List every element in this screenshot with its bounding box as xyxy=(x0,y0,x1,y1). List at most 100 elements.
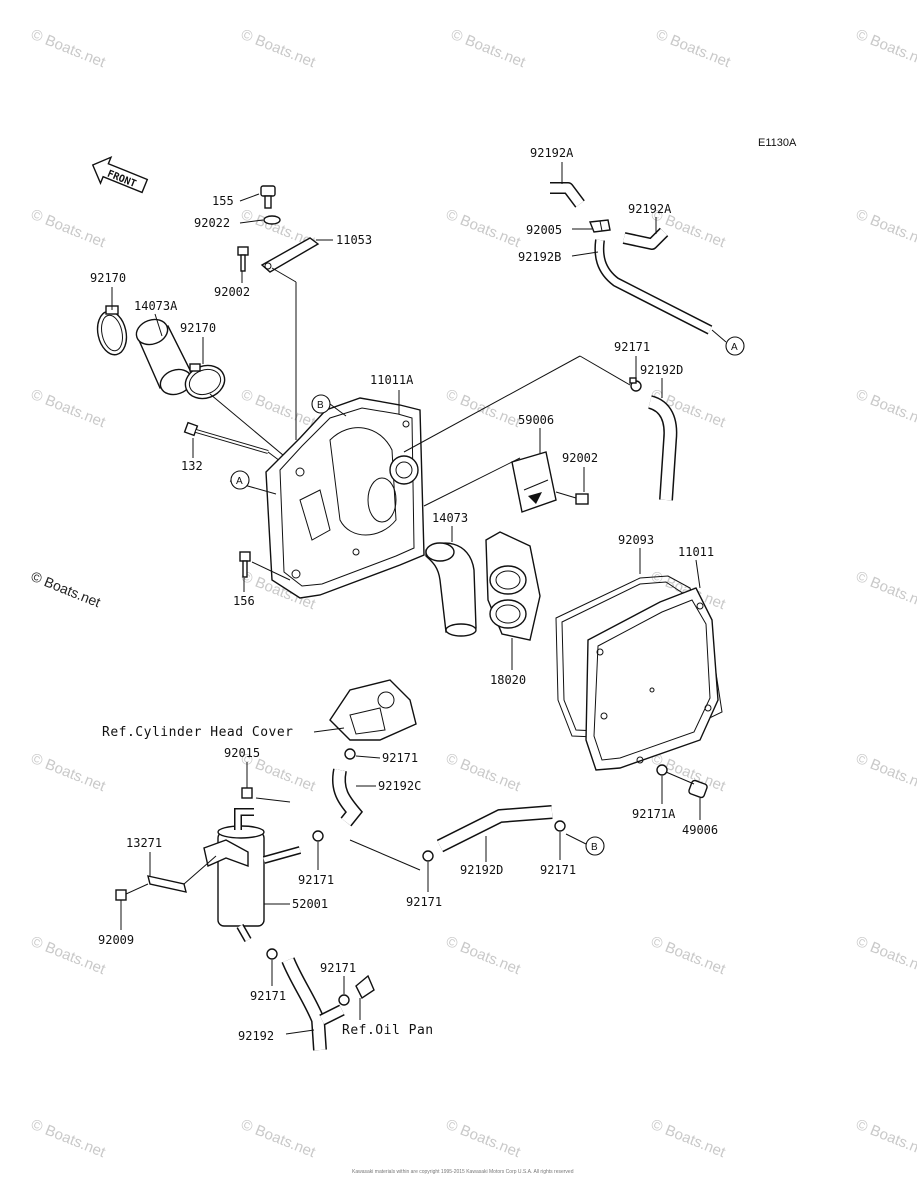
label-92171-e: 92171 xyxy=(406,895,442,909)
ref-cylinder-head-cover: Ref.Cylinder Head Cover xyxy=(102,725,294,740)
callout-b-bottom: B xyxy=(585,836,605,856)
callout-b-label: B xyxy=(317,400,324,411)
label-92192A-top: 92192A xyxy=(530,146,574,160)
nut-92015 xyxy=(241,787,253,799)
label-92171-d: 92171 xyxy=(298,873,334,887)
label-13271: 13271 xyxy=(126,836,162,850)
watermark-text: © Boats.net xyxy=(444,933,524,979)
watermark-text: © Boats.net xyxy=(444,206,524,252)
callout-a-left: A xyxy=(230,470,250,490)
label-92022: 92022 xyxy=(194,216,230,230)
oil-pan-fitting xyxy=(355,974,375,1000)
label-92192: 92192 xyxy=(238,1029,274,1043)
hose-92192D-top xyxy=(647,395,678,501)
bolt-156 xyxy=(239,551,251,578)
label-11053: 11053 xyxy=(336,233,372,247)
label-92015: 92015 xyxy=(224,746,260,760)
label-92009: 92009 xyxy=(98,933,134,947)
cap-49006 xyxy=(688,779,708,799)
cover-11011 xyxy=(585,587,719,771)
label-92002-top: 92002 xyxy=(214,285,250,299)
label-132: 132 xyxy=(181,459,203,473)
watermark-text: © Boats.net xyxy=(239,1116,319,1162)
copyright-notice: Kawasaki materials within are copyright … xyxy=(352,1169,574,1175)
label-92005: 92005 xyxy=(526,223,562,237)
label-155: 155 xyxy=(212,194,234,208)
elbow-14073 xyxy=(425,542,477,637)
bracket-13271 xyxy=(147,875,187,893)
watermark-text: © Boats.net xyxy=(854,26,917,72)
callout-b-top: B xyxy=(311,394,331,414)
watermark-text: © Boats.net xyxy=(29,206,109,252)
label-92002-mid: 92002 xyxy=(562,451,598,465)
watermark-text: © Boats.net xyxy=(444,1116,524,1162)
hose-92192A-top xyxy=(550,182,585,208)
watermark-text: © Boats.net xyxy=(854,386,917,432)
clamp-92171-top xyxy=(629,377,642,392)
watermark-text: © Boats.net xyxy=(854,933,917,979)
fitting-92005 xyxy=(589,219,611,233)
clamp-92171-c xyxy=(344,748,356,760)
hose-92192 xyxy=(281,957,345,1051)
label-92170-right: 92170 xyxy=(180,321,216,335)
label-92192B: 92192B xyxy=(518,250,561,264)
ref-oil-pan: Ref.Oil Pan xyxy=(342,1023,434,1038)
watermark-text: © Boats.net xyxy=(649,1116,729,1162)
callout-a-label: A xyxy=(236,476,243,487)
label-14073A: 14073A xyxy=(134,299,178,313)
clamp-92171A xyxy=(656,764,668,776)
front-arrow-icon: FRONT xyxy=(91,155,149,194)
bolt-92009 xyxy=(115,883,149,901)
callout-a-label: A xyxy=(731,342,738,353)
clamp-92171-h xyxy=(338,994,350,1006)
washer-92022 xyxy=(263,215,281,225)
label-92192C: 92192C xyxy=(378,779,421,793)
bolt-132 xyxy=(183,421,269,454)
watermark-text: © Boats.net xyxy=(29,26,109,72)
clamp-92171-f xyxy=(554,820,566,832)
label-49006: 49006 xyxy=(682,823,718,837)
clamp-92170-left xyxy=(96,305,128,356)
watermark-text: © Boats.net xyxy=(854,206,917,252)
hose-92192D-bottom xyxy=(436,805,553,853)
watermark-text: © Boats.net xyxy=(239,386,319,432)
clamp-92171-g xyxy=(266,948,278,960)
oil-separator-52001 xyxy=(203,808,302,942)
label-92192D-bottom: 92192D xyxy=(460,863,503,877)
hose-92192C xyxy=(332,768,364,827)
label-92093: 92093 xyxy=(618,533,654,547)
watermark-text: © Boats.net xyxy=(29,568,103,610)
watermark-text: © Boats.net xyxy=(29,750,109,796)
watermark-text: © Boats.net xyxy=(649,933,729,979)
watermark-text: © Boats.net xyxy=(29,933,109,979)
label-156: 156 xyxy=(233,594,255,608)
clamp-92170-right xyxy=(184,363,226,400)
label-92171-h: 92171 xyxy=(320,961,356,975)
label-18020: 18020 xyxy=(490,673,526,687)
label-11011A: 11011A xyxy=(370,373,414,387)
label-14073: 14073 xyxy=(432,511,468,525)
bolt-92002-mid xyxy=(555,491,589,505)
bolt-92002-top xyxy=(237,246,249,272)
watermark-text: © Boats.net xyxy=(239,26,319,72)
bracket-11053 xyxy=(260,237,320,273)
watermark-text: © Boats.net xyxy=(854,1116,917,1162)
label-11011: 11011 xyxy=(678,545,714,559)
hose-92192B xyxy=(594,239,713,335)
gasket-18020 xyxy=(485,531,541,641)
plate-59006 xyxy=(511,451,557,513)
watermark-text: © Boats.net xyxy=(854,750,917,796)
clamp-92171-e xyxy=(422,850,434,862)
callout-b-label: B xyxy=(591,842,598,853)
callout-a-top: A xyxy=(725,336,745,356)
watermark-text: © Boats.net xyxy=(444,750,524,796)
label-92171-top: 92171 xyxy=(614,340,650,354)
watermark-text: © Boats.net xyxy=(29,386,109,432)
label-92171-c: 92171 xyxy=(382,751,418,765)
clamp-92171-d xyxy=(312,830,324,842)
hose-92192A-right xyxy=(622,227,669,250)
watermark-text: © Boats.net xyxy=(449,26,529,72)
label-92171A: 92171A xyxy=(632,807,676,821)
label-92171-f: 92171 xyxy=(540,863,576,877)
